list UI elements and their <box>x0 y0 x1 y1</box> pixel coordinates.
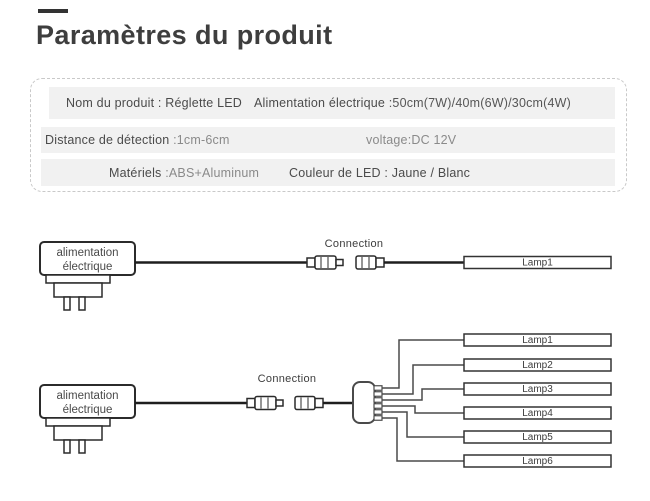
spec-value: :1cm-6cm <box>173 133 230 147</box>
lamp-bar <box>463 406 612 420</box>
lamp-label: Lamp4 <box>522 408 553 419</box>
spec-table: Nom du produit : Réglette LED Alimentati… <box>30 78 627 192</box>
lamp-bar <box>463 454 612 468</box>
lamp-label: Lamp2 <box>522 360 553 371</box>
lamp-bar <box>463 255 612 270</box>
spec-cell-detection-distance: Distance de détection :1cm-6cm <box>45 133 230 147</box>
spec-row-materials: Matériels :ABS+Aluminum Couleur de LED :… <box>41 159 615 186</box>
diagram-single-lamp: Connection Lamp1 <box>39 238 612 311</box>
lamp-bar <box>463 430 612 444</box>
spec-cell-power: Alimentation électrique :50cm(7W)/40m(6W… <box>254 96 571 110</box>
male-connector-icon <box>246 395 284 411</box>
lamp-bar <box>463 382 612 396</box>
diagram-multi-lamp: Connection L <box>39 333 612 468</box>
lamp-bar <box>463 358 612 372</box>
spec-label: Couleur de LED : Jaune / Blanc <box>289 165 471 180</box>
spec-label: Matériels <box>109 165 162 180</box>
spec-row-product: Nom du produit : Réglette LED Alimentati… <box>49 87 615 119</box>
branch-wires <box>382 339 464 462</box>
spec-value: :50cm(7W)/40m(6W)/30cm(4W) <box>388 96 572 110</box>
plug-icon <box>45 417 111 454</box>
male-connector-icon <box>306 255 344 270</box>
spec-cell-voltage: voltage:DC 12V <box>366 133 456 147</box>
spec-cell-product-name: Nom du produit : Réglette LED <box>66 96 242 110</box>
connection-label: Connection <box>258 373 317 385</box>
wiring-diagrams: Connection Lamp1 <box>39 238 612 468</box>
spec-label: Distance de détection <box>45 133 170 147</box>
female-connector-icon <box>355 255 385 270</box>
lamp-label: Lamp1 <box>522 335 553 346</box>
lamp-label: Lamp6 <box>522 456 553 467</box>
spec-cell-led-color: Couleur de LED : Jaune / Blanc <box>289 166 470 180</box>
connection-label: Connection <box>325 238 384 250</box>
female-connector-icon <box>294 395 324 411</box>
spec-cell-materials: Matériels :ABS+Aluminum <box>109 166 259 180</box>
spec-value: :ABS+Aluminum <box>165 165 260 180</box>
splitter-hub <box>352 381 376 424</box>
page-title: Paramètres du produit <box>36 20 333 50</box>
adapter-label: alimentation électrique <box>56 247 119 273</box>
spec-row-detection: Distance de détection :1cm-6cm voltage:D… <box>41 127 615 153</box>
adapter-label: alimentation électrique <box>56 390 119 416</box>
lamp-bars: Lamp1 Lamp2 Lamp3 Lamp4 Lamp5 Lamp6 <box>463 333 612 468</box>
title-accent-bar <box>38 9 68 13</box>
spec-value: voltage:DC 12V <box>366 133 457 147</box>
spec-label: Alimentation électrique <box>254 96 386 110</box>
lamp-bar <box>463 333 612 347</box>
plug-icon <box>45 274 111 311</box>
lamp-label: Lamp3 <box>522 384 553 395</box>
lamp-label: Lamp1 <box>522 258 553 269</box>
spec-label: Nom du produit : Réglette LED <box>66 96 243 110</box>
lamp-label: Lamp5 <box>522 432 553 443</box>
